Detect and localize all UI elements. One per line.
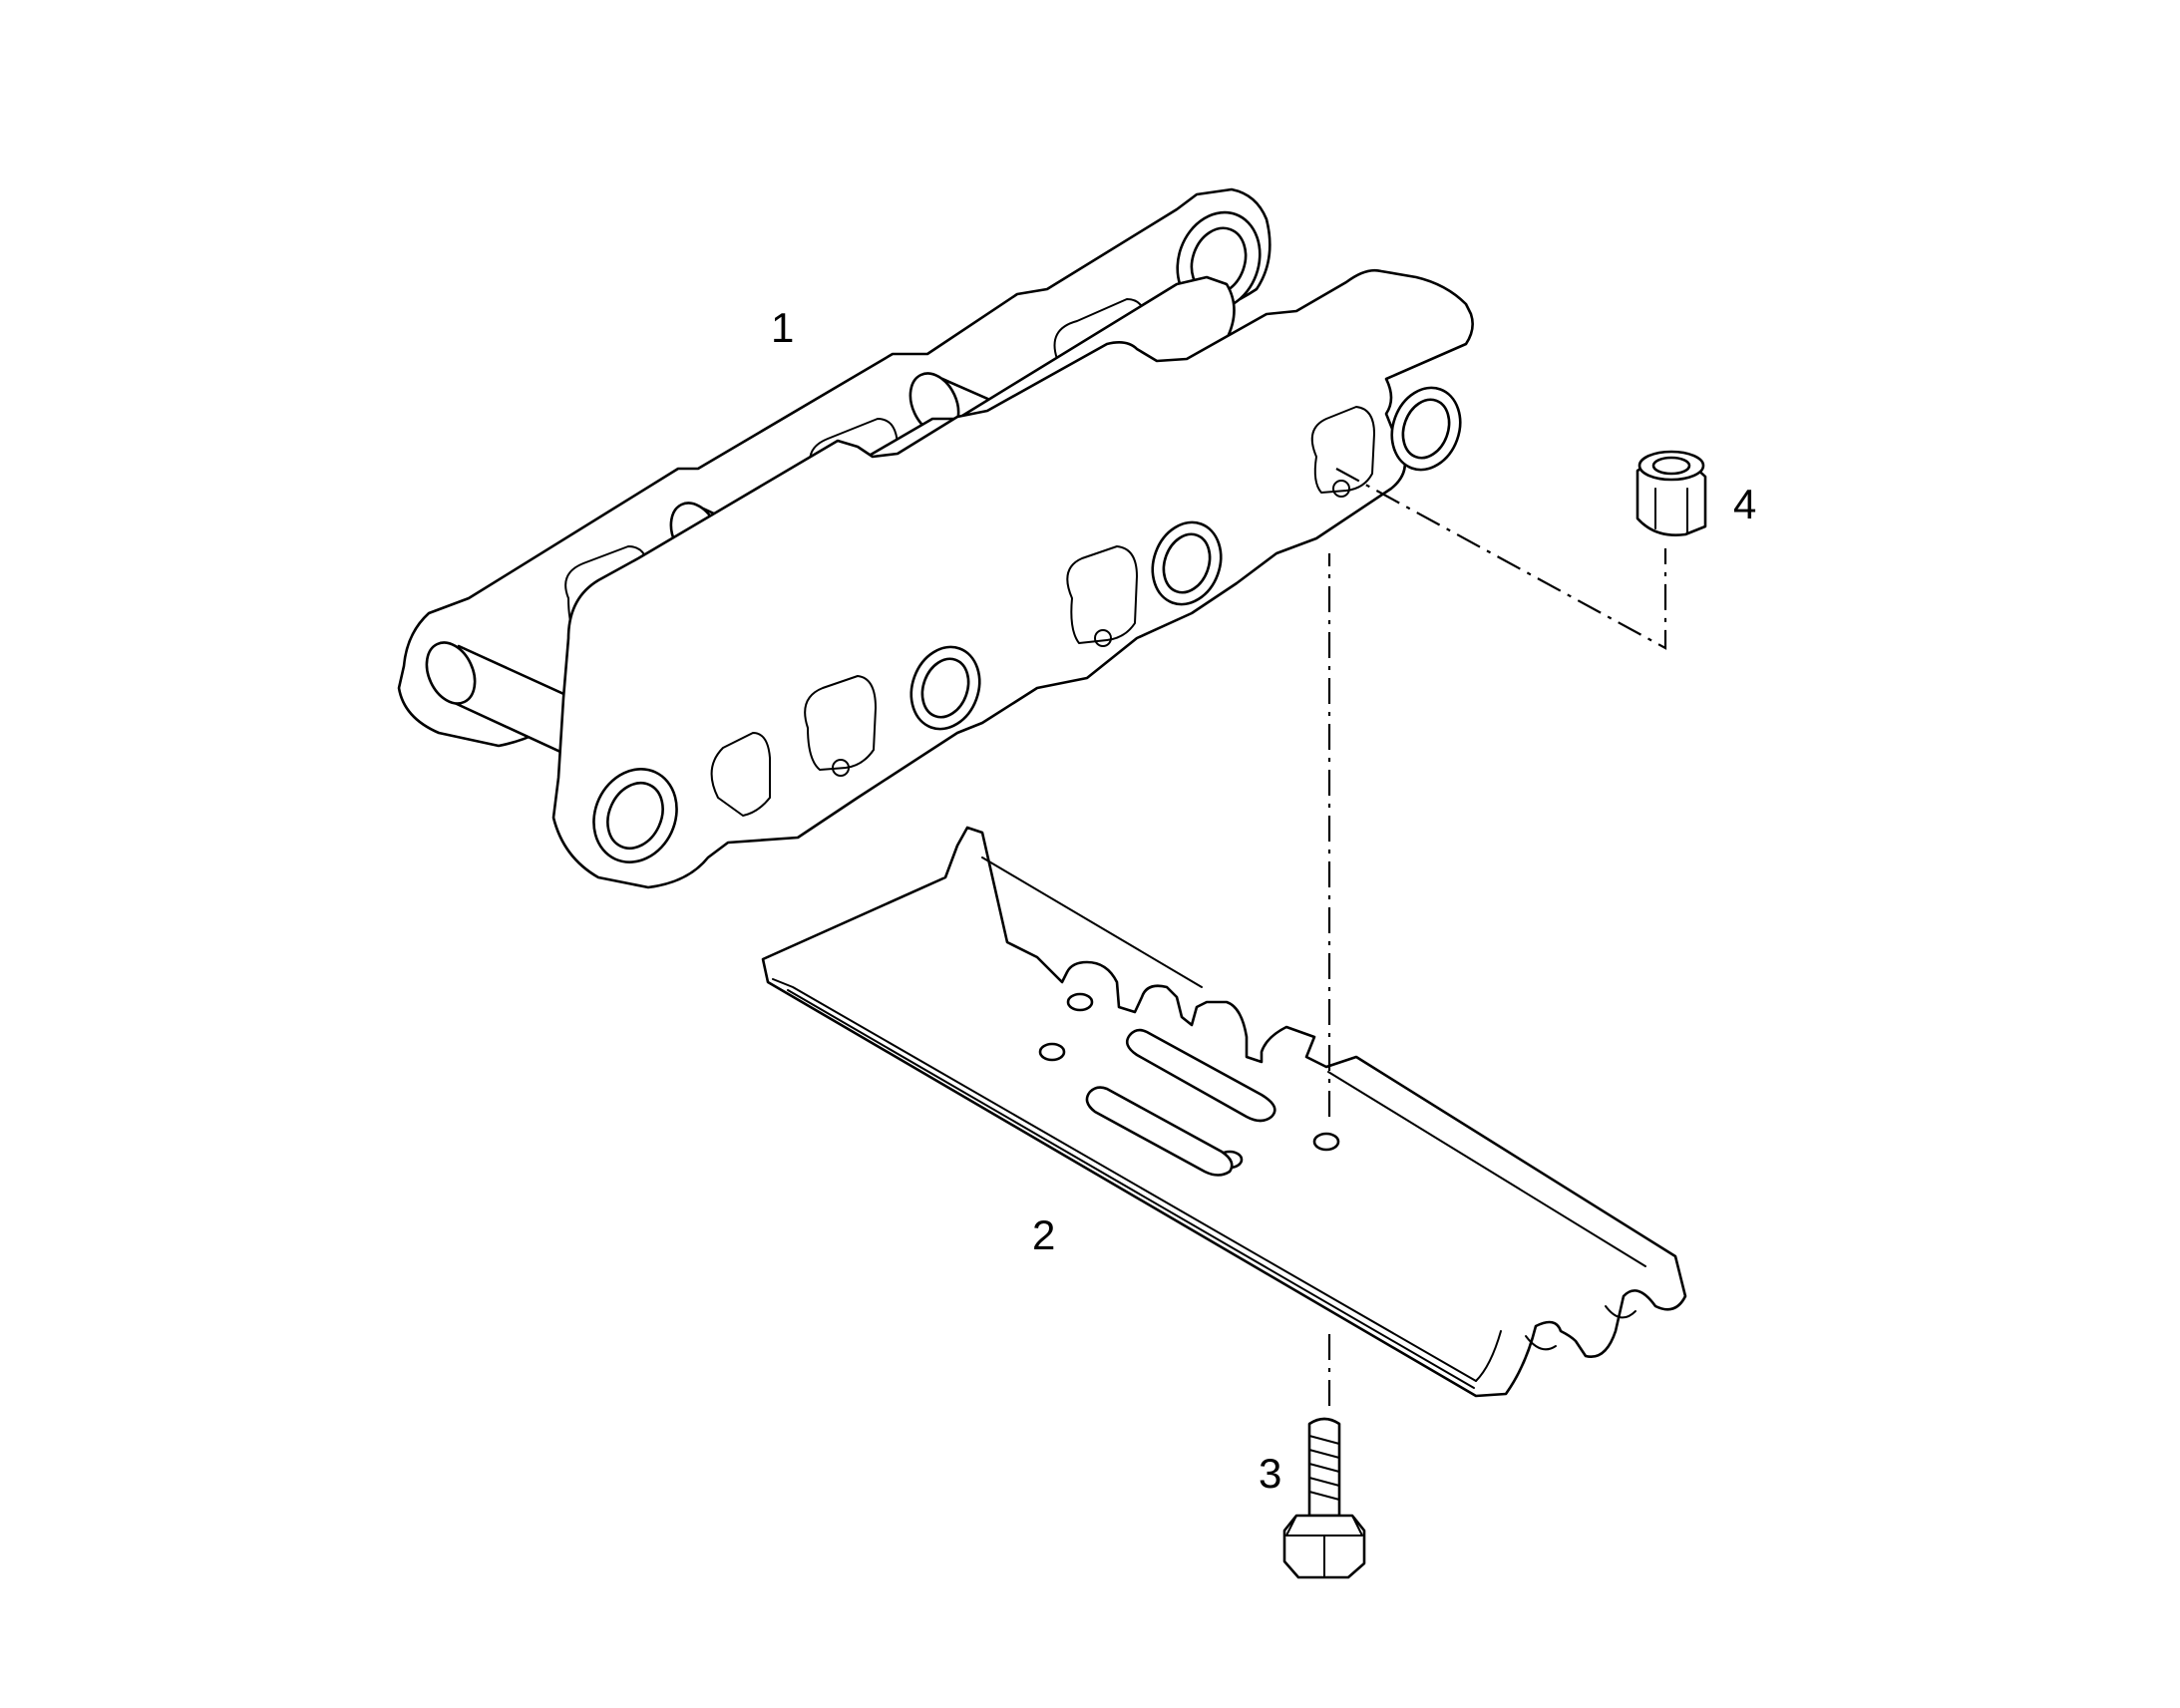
chain-pin-end-front	[909, 645, 981, 731]
callout-3: 3	[1259, 1450, 1281, 1497]
callout-4: 4	[1733, 481, 1756, 527]
chain-pin-end-middle	[1151, 520, 1223, 606]
assembly-leader-lines	[1327, 468, 1667, 1406]
track-shoe[interactable]	[761, 826, 1687, 1398]
shoe-bolt[interactable]	[1282, 1417, 1366, 1579]
chain-link-assembly[interactable]	[397, 187, 1474, 889]
chain-front-link-plate	[551, 268, 1474, 889]
callout-1: 1	[771, 304, 794, 351]
chain-pin-end-rear	[1390, 386, 1462, 472]
leader-chain-to-nut	[1335, 468, 1667, 650]
callout-2: 2	[1032, 1211, 1055, 1258]
nut[interactable]	[1635, 450, 1707, 536]
